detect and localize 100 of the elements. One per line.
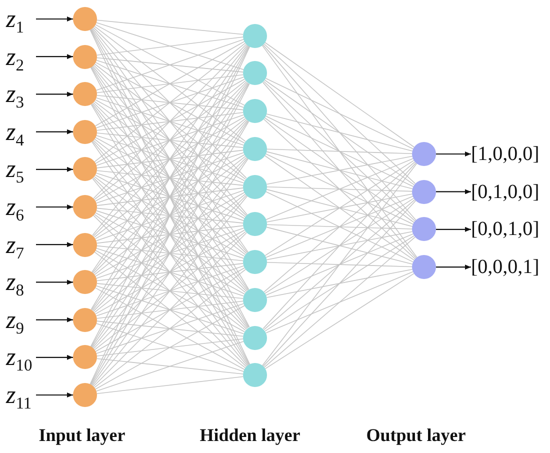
connection-line xyxy=(96,263,244,282)
connection-line xyxy=(265,78,414,150)
output-vector-label: [0,0,1,0] xyxy=(471,216,540,242)
connection-line xyxy=(96,188,244,206)
output-vector-label: [1,0,0,0] xyxy=(471,141,540,167)
connection-line xyxy=(93,156,247,312)
connection-line xyxy=(96,320,244,337)
connection-line xyxy=(95,250,245,332)
hidden-neuron xyxy=(243,212,267,236)
output-neuron xyxy=(412,217,436,242)
connection-line xyxy=(264,198,414,294)
hidden-neuron xyxy=(243,99,267,123)
connection-line xyxy=(96,190,244,242)
connection-line xyxy=(92,195,248,386)
connection-line xyxy=(95,267,245,352)
connection-line xyxy=(96,358,244,374)
connection-line xyxy=(96,210,244,259)
connection-line xyxy=(95,192,245,277)
arrow xyxy=(36,242,73,248)
input-variable-label: z$_{7}$ xyxy=(6,229,36,260)
connection-line xyxy=(94,194,246,313)
connection-line xyxy=(266,262,412,268)
connection-line xyxy=(95,212,245,294)
connection-line xyxy=(92,28,248,216)
connection-line xyxy=(94,26,246,142)
connection-line xyxy=(96,152,244,204)
connection-line xyxy=(92,82,248,274)
hidden-neuron xyxy=(243,326,267,350)
arrow xyxy=(36,54,73,60)
connection-line xyxy=(262,82,416,258)
input-variable-label: z$_{10}$ xyxy=(6,342,36,373)
connection-line xyxy=(95,154,245,240)
input-neuron xyxy=(73,157,97,182)
connection-line xyxy=(96,114,244,166)
arrow xyxy=(436,152,471,156)
connection-line xyxy=(95,78,245,164)
layer-label: Hidden layer xyxy=(200,426,300,444)
connection-line xyxy=(96,135,244,184)
connection-line xyxy=(95,288,245,370)
connection-line xyxy=(94,176,246,293)
connection-line xyxy=(262,44,418,258)
connection-line xyxy=(96,228,244,279)
hidden-neuron xyxy=(243,174,267,198)
hidden-neuron xyxy=(243,363,267,388)
connection-line xyxy=(92,44,248,236)
connection-line xyxy=(96,22,244,70)
connection-line xyxy=(92,65,248,254)
hidden-neuron xyxy=(243,61,267,86)
connection-line xyxy=(266,268,413,298)
arrow xyxy=(436,264,471,270)
arrow xyxy=(36,92,73,97)
input-neuron xyxy=(73,383,97,407)
input-neuron xyxy=(73,7,97,31)
connection-line xyxy=(96,76,244,128)
input-variable-label: z$_{11}$ xyxy=(6,380,36,410)
arrow xyxy=(36,129,73,134)
connection-line xyxy=(266,271,414,334)
output-neuron xyxy=(412,180,436,204)
input-variable-label: z$_{1}$ xyxy=(6,4,36,34)
connection-line xyxy=(262,163,418,366)
input-neuron xyxy=(73,44,97,69)
input-variable-label: z$_{2}$ xyxy=(6,41,36,72)
connection-line xyxy=(93,27,247,178)
connection-line xyxy=(93,119,247,274)
connection-line xyxy=(96,245,244,262)
connection-line xyxy=(96,57,244,72)
connection-line xyxy=(92,120,248,311)
arrow xyxy=(36,166,73,172)
connection-line xyxy=(96,300,244,319)
connection-line xyxy=(94,156,246,276)
connection-line xyxy=(94,80,246,200)
connection-line xyxy=(96,338,244,356)
connection-line xyxy=(96,172,244,221)
connection-line xyxy=(266,148,412,154)
arrow xyxy=(436,189,471,194)
hidden-neuron xyxy=(243,288,267,312)
connection-line xyxy=(96,248,244,296)
connection-line xyxy=(96,20,244,35)
layer-label: Input layer xyxy=(38,426,126,444)
input-neuron xyxy=(73,82,97,106)
input-neuron xyxy=(73,195,97,219)
input-neuron xyxy=(73,308,97,332)
output-vector-label: [0,0,0,1] xyxy=(471,254,540,280)
connection-line xyxy=(96,94,244,110)
output-neuron xyxy=(412,142,436,166)
connection-line xyxy=(96,132,244,148)
arrow xyxy=(36,280,73,285)
connection-line xyxy=(92,103,248,291)
connection-line xyxy=(93,81,247,236)
connection-line xyxy=(94,118,246,238)
connection-line xyxy=(93,64,247,216)
connection-line xyxy=(93,177,247,330)
connection-line xyxy=(93,140,247,292)
input-neuron xyxy=(73,345,97,370)
connection-line xyxy=(93,102,247,254)
connection-line xyxy=(263,43,416,184)
connection-line xyxy=(96,60,244,108)
connection-line xyxy=(95,137,245,219)
connection-line xyxy=(95,230,245,314)
connection-line xyxy=(94,269,246,388)
